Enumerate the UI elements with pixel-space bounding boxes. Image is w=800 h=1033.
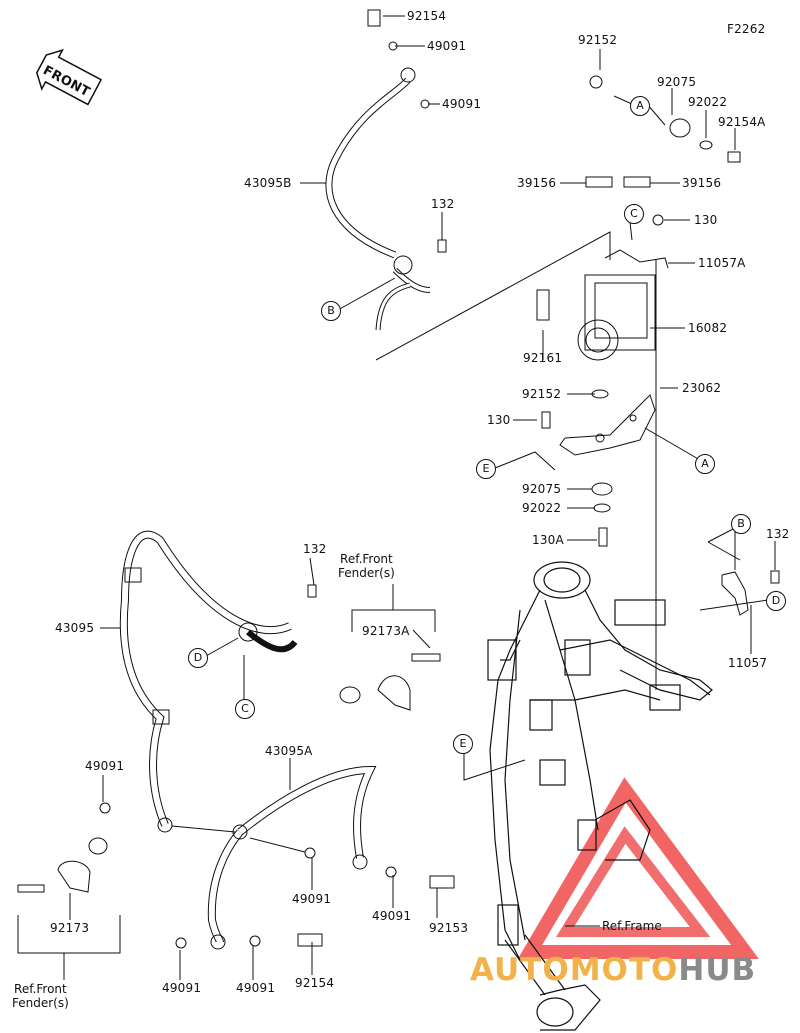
- part-39156-a[interactable]: 39156: [517, 176, 557, 190]
- part-92022-a[interactable]: 92022: [688, 95, 728, 109]
- ref-frame: Ref.Frame: [602, 919, 662, 933]
- part-92152-a[interactable]: 92152: [578, 33, 618, 47]
- part-92153[interactable]: 92153: [429, 921, 469, 935]
- part-92173a[interactable]: 92173A: [362, 624, 410, 638]
- part-49091-e[interactable]: 49091: [372, 909, 412, 923]
- part-49091-g[interactable]: 49091: [236, 981, 276, 995]
- part-92154-bottom[interactable]: 92154: [295, 976, 335, 990]
- part-92022-b[interactable]: 92022: [522, 501, 562, 515]
- part-43095a[interactable]: 43095A: [265, 744, 313, 758]
- part-132-c[interactable]: 132: [766, 527, 790, 541]
- part-43095b[interactable]: 43095B: [244, 176, 292, 190]
- part-92152-b[interactable]: 92152: [522, 387, 562, 401]
- watermark-logo: AUTOMOTOHUB: [470, 952, 756, 988]
- part-11057[interactable]: 11057: [728, 656, 768, 670]
- callout-c-left: C: [235, 699, 255, 719]
- callout-d-right: D: [766, 591, 786, 611]
- ref-front-fender-bottom: Ref.Front Fender(s): [12, 982, 69, 1010]
- callout-c-top: C: [624, 204, 644, 224]
- part-92173[interactable]: 92173: [50, 921, 90, 935]
- part-92154a[interactable]: 92154A: [718, 115, 766, 129]
- part-130-a[interactable]: 130: [694, 213, 718, 227]
- part-130a[interactable]: 130A: [532, 533, 564, 547]
- part-130-b[interactable]: 130: [487, 413, 511, 427]
- callout-e-upper: E: [476, 459, 496, 479]
- watermark-part1: AUTOMOTO: [470, 952, 679, 988]
- front-arrow-icon: [36, 48, 103, 106]
- part-92154-top[interactable]: 92154: [407, 9, 447, 23]
- part-43095[interactable]: 43095: [55, 621, 95, 635]
- diagram-code: F2262: [727, 22, 766, 36]
- watermark-part2: HUB: [678, 952, 757, 988]
- part-49091-a[interactable]: 49091: [427, 39, 467, 53]
- part-132-a[interactable]: 132: [431, 197, 455, 211]
- callout-d-left: D: [188, 648, 208, 668]
- part-92075-b[interactable]: 92075: [522, 482, 562, 496]
- part-39156-b[interactable]: 39156: [682, 176, 722, 190]
- callout-b-right: B: [731, 514, 751, 534]
- callout-e-lower: E: [453, 734, 473, 754]
- part-49091-c[interactable]: 49091: [85, 759, 125, 773]
- part-16082[interactable]: 16082: [688, 321, 728, 335]
- part-23062[interactable]: 23062: [682, 381, 722, 395]
- ref-front-fender-top: Ref.Front Fender(s): [338, 552, 395, 580]
- part-132-b[interactable]: 132: [303, 542, 327, 556]
- watermark-triangle: [517, 777, 759, 959]
- callout-b-top: B: [321, 301, 341, 321]
- part-49091-d[interactable]: 49091: [292, 892, 332, 906]
- part-49091-f[interactable]: 49091: [162, 981, 202, 995]
- part-92075-a[interactable]: 92075: [657, 75, 697, 89]
- callout-a-top: A: [630, 96, 650, 116]
- part-49091-b[interactable]: 49091: [442, 97, 482, 111]
- part-92161[interactable]: 92161: [523, 351, 563, 365]
- callout-a-bottom: A: [695, 454, 715, 474]
- part-11057a[interactable]: 11057A: [698, 256, 746, 270]
- watermark-triangle-inner: [556, 826, 711, 937]
